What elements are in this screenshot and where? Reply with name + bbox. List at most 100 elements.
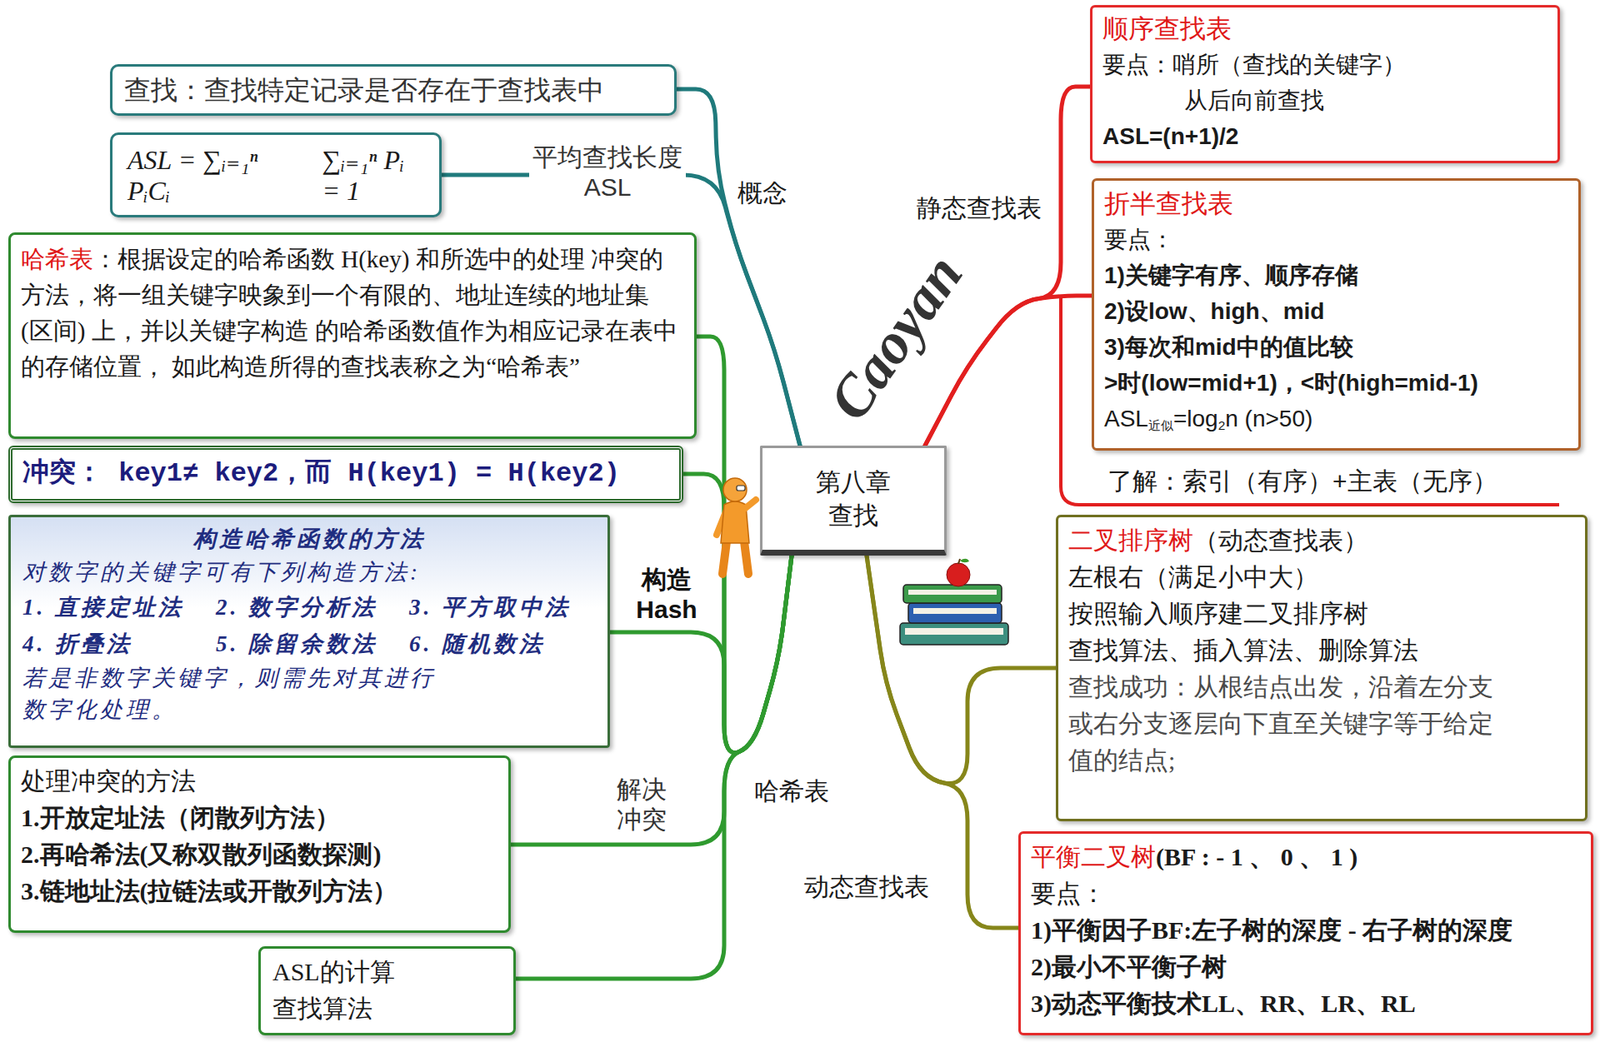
chapter-board: 第八章 查找 — [760, 445, 947, 556]
text-row: 左根右（满足小中大） — [1068, 559, 1575, 596]
node-text: （动态查找表） — [1193, 526, 1369, 555]
method-box: 处理冲突的方法1.开放定址法（闭散列方法）2.再哈希法(又称双散列函数探测)3.… — [8, 755, 511, 934]
note-box: ASL的计算查找算法 — [258, 946, 516, 1036]
topic-box: 平衡二叉树(BF : - 1 、 0 、 1 )要点：1)平衡因子BF:左子树的… — [1018, 831, 1594, 1036]
node-text: 构造哈希函数的方法 — [22, 522, 596, 556]
text-row: 1. 直接定址法2. 数字分析法3. 平方取中法 — [22, 589, 596, 626]
text-row: 从后向前查找 — [1184, 82, 1548, 119]
node-text: ASL=(n+1)/2 — [1102, 118, 1548, 155]
node-text: 二叉排序树 — [1068, 526, 1194, 555]
node-text: 1.开放定址法（闭散列方法） — [20, 800, 499, 837]
figure-head — [723, 478, 747, 502]
watermark: Caoyan — [814, 241, 978, 434]
node-text: 处理冲突的方法 — [20, 763, 499, 800]
book-pages — [913, 608, 997, 615]
text-row: 冲突： key1≠ key2，而 H(key1) = H(key2) — [22, 453, 670, 495]
branch-label: 动态查找表 — [804, 872, 930, 903]
branch-connector — [866, 555, 1019, 929]
node-text: =log — [1173, 405, 1219, 432]
node-text: 2.再哈希法(又称双散列函数探测) — [20, 836, 499, 874]
node-text: 要点： — [1030, 875, 1581, 913]
figure-glasses — [736, 485, 745, 491]
apple-stem — [958, 559, 960, 565]
text-row: 1)平衡因子BF:左子树的深度 - 右子树的深度 — [1030, 912, 1581, 950]
node-text: 2 — [1218, 418, 1226, 433]
text-row: 哈希表：根据设定的哈希函数 H(key) 和所选中的处理 冲突的方法，将一组关键… — [20, 241, 685, 385]
node-text: 要点：哨所（查找的关键字） — [1102, 46, 1548, 83]
edge-label: 解决 冲突 — [613, 775, 670, 835]
text-row: 对数字的关键字可有下列构造方法: — [22, 555, 596, 590]
text-row: 1)关键字有序、顺序存储 — [1104, 257, 1569, 294]
node-text: 从后向前查找 — [1184, 82, 1548, 119]
topic-box: 二叉排序树（动态查找表）左根右（满足小中大）按照输入顺序建二叉排序树查找算法、插… — [1055, 515, 1588, 822]
figure-arm — [743, 500, 756, 510]
node-text: 哈希表 — [20, 245, 94, 273]
node-text: 近似 — [1148, 418, 1174, 433]
text-row: 查找算法、插入算法、删除算法 — [1068, 632, 1575, 670]
text-row: 平衡二叉树(BF : - 1 、 0 、 1 ) — [1030, 839, 1581, 876]
node-text: 5. 除留余数法 — [215, 625, 410, 663]
node-text: 1)关键字有序、顺序存储 — [1104, 257, 1569, 294]
figure-legs — [722, 541, 749, 575]
node-text: 要点： — [1104, 221, 1569, 258]
text-row: ASL近似=log2n (n>50) — [1104, 400, 1569, 444]
node-text: 2. 数字分析法 — [215, 589, 410, 626]
book-pages — [908, 590, 997, 595]
text-row: 处理冲突的方法 — [20, 763, 499, 800]
node-text: 3)动态平衡技术LL、RR、LR、RL — [1030, 985, 1581, 1023]
apple-leaf — [960, 559, 970, 564]
node-text: ASL = ∑ᵢ₌₁ⁿ PᵢCᵢ — [127, 144, 272, 207]
branch-label: 概念 — [737, 178, 788, 209]
text-row: 二叉排序树（动态查找表） — [1068, 522, 1575, 560]
node-text: 若是非数字关键字，则需先对其进行 数字化处理。 — [22, 662, 456, 726]
node-text: 查找算法 — [272, 990, 502, 1028]
teacher-figure — [716, 478, 756, 575]
text-row: 1.开放定址法（闭散列方法） — [20, 800, 499, 837]
node-text: 3.链地址法(拉链法或开散列方法） — [20, 873, 499, 910]
node-text: 对数字的关键字可有下列构造方法: — [22, 555, 596, 590]
node-text: 第八章 查找 — [815, 465, 891, 533]
conflict-box: 冲突： key1≠ key2，而 H(key1) = H(key2) — [8, 445, 684, 504]
book — [903, 585, 1002, 604]
branch-connector — [610, 555, 792, 754]
text-row: 3)动态平衡技术LL、RR、LR、RL — [1030, 985, 1581, 1023]
branch-connector — [866, 555, 1056, 785]
note-label: 了解：索引（有序）+主表（无序） — [1107, 466, 1498, 497]
node-text: 2)设low、high、mid — [1104, 293, 1569, 330]
book — [900, 623, 1009, 645]
method-box: 构造哈希函数的方法对数字的关键字可有下列构造方法:1. 直接定址法2. 数字分析… — [8, 515, 610, 749]
text-row: >时(low=mid+1)，<时(high=mid-1) — [1104, 365, 1569, 401]
node-text: 3. 平方取中法 — [409, 589, 593, 626]
text-row: 2.再哈希法(又称双散列函数探测) — [20, 836, 499, 874]
text-row: 4. 折叠法5. 除留余数法6. 随机数法 — [22, 625, 596, 663]
text-row: 按照输入顺序建二叉排序树 — [1068, 595, 1575, 633]
edge-label: 平均查找长度 ASL — [529, 142, 686, 203]
text-row: ASL的计算 — [272, 954, 502, 991]
text-row: 要点： — [1104, 221, 1569, 258]
node-text: ：根据设定的哈希函数 H(key) 和所选中的处理 冲突的方法，将一组关键字映象… — [20, 245, 678, 380]
text-row: 要点： — [1030, 875, 1581, 913]
text-row: 若是非数字关键字，则需先对其进行 数字化处理。 — [22, 662, 456, 726]
text-row: 顺序查找表 — [1102, 10, 1548, 47]
node-text: 左根右（满足小中大） — [1068, 559, 1575, 596]
formula-box: ASL = ∑ᵢ₌₁ⁿ PᵢCᵢ∑ᵢ₌₁ⁿ Pᵢ = 1 — [110, 132, 442, 218]
text-row: 2)最小不平衡子树 — [1030, 949, 1581, 986]
node-text: 查找算法、插入算法、删除算法 — [1068, 632, 1575, 670]
text-row: 要点：哨所（查找的关键字） — [1102, 46, 1548, 83]
text-row: 3)每次和mid中的值比较 — [1104, 329, 1569, 365]
edge-label: 构造 Hash — [632, 565, 700, 625]
text-row: 查找：查找特定记录是否存在于查找表中 — [124, 71, 663, 109]
text-row: 2)设low、high、mid — [1104, 293, 1569, 330]
node-text: >时(low=mid+1)，<时(high=mid-1) — [1104, 365, 1569, 401]
text-row: 折半查找表 — [1104, 185, 1569, 222]
book-pages — [905, 628, 1004, 635]
text-row: 第八章 查找 — [815, 465, 891, 533]
node-text: 2)最小不平衡子树 — [1030, 949, 1581, 986]
branch-label: 哈希表 — [754, 776, 830, 807]
node-text: 冲突： key1≠ key2，而 H(key1) = H(key2) — [22, 453, 670, 495]
books-and-apple — [900, 559, 1009, 645]
text-row: 构造哈希函数的方法 — [22, 522, 596, 556]
node-text: 4. 折叠法 — [22, 625, 216, 663]
apple — [946, 563, 970, 587]
